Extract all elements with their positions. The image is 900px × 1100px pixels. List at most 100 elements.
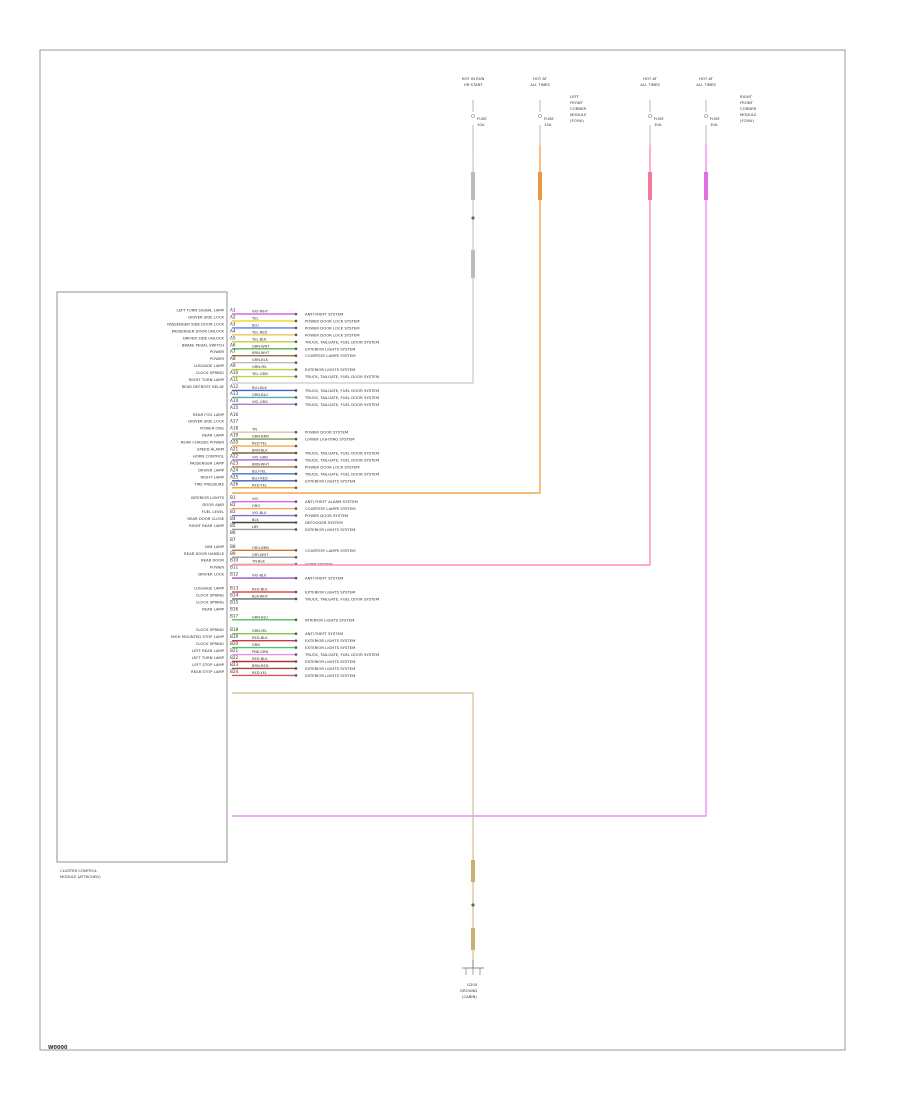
pin-label: HIGH MOUNTED STOP LAMP <box>171 634 225 639</box>
pin-number: B18 <box>230 627 239 632</box>
wire-color-code: GRY-WHT <box>252 553 269 557</box>
terminal-dot <box>294 326 298 330</box>
fuse-label: 10A <box>710 122 718 127</box>
wire-color-code: YEL-RED <box>252 330 267 334</box>
destination-system: COURTESY LAMPS SYSTEM <box>305 353 356 358</box>
wire-color-code: GRN-YEL <box>252 365 267 369</box>
destination-system: COURTESY LAMPS SYSTEM <box>305 548 356 553</box>
terminal-dot <box>294 333 298 337</box>
wire-color-code: ORG-BRN <box>252 546 269 550</box>
pin-number: A25 <box>230 474 239 479</box>
pin-number: A1 <box>230 308 236 313</box>
feed-wire-2 <box>232 145 541 494</box>
pin-number: A19 <box>230 433 239 438</box>
pin-label: PASSENGER LAMP <box>190 460 225 465</box>
wire-color-code: YEL-BLK <box>252 337 267 341</box>
wire-color-code: RED-YEL <box>252 442 267 446</box>
pin-label: REAR DOOR <box>201 558 224 563</box>
pin-label: DOOR AJAR <box>202 502 224 507</box>
terminal-dot <box>294 319 298 323</box>
wire-color-code: YEL-GRN <box>252 372 268 376</box>
pin-label: LEFT REAR LAMP <box>192 648 225 653</box>
source-note: FRONT <box>740 100 754 105</box>
connector <box>471 172 475 200</box>
pin-row: B7 <box>230 537 236 542</box>
pin-label: POWER <box>210 356 224 361</box>
destination-system: EXTERIOR LIGHTS SYSTEM <box>305 673 355 678</box>
terminal-dot <box>294 396 298 399</box>
destination-system: ANTI-THEFT SYSTEM <box>305 576 343 581</box>
destination-system: TRUCK, TAILGATE, FUEL DOOR SYSTEM <box>304 339 379 344</box>
wire-color-code: GRN-YEL <box>252 629 267 633</box>
wire-color-code: GRN-BLU <box>252 393 268 397</box>
wire-color-code: RED-BLK <box>252 588 268 592</box>
terminal-dot <box>294 312 298 316</box>
wire-color-code: VIO-BLK <box>252 574 267 578</box>
pin-label: LEFT STOP LAMP <box>192 662 224 667</box>
pin-label: REAR DEFROST RELAY <box>182 384 225 389</box>
destination-system: TRUCK, TAILGATE, FUEL DOOR SYSTEM <box>304 388 379 393</box>
ground-label-line2: GROUND <box>460 988 477 993</box>
source-label: ALL TIMES <box>640 82 660 87</box>
source-label: OR START <box>464 82 483 87</box>
fuse-label: 10A <box>477 122 485 127</box>
pin-label: BRAKE PEDAL SWITCH <box>182 342 224 347</box>
wire-color-code: RED-BLK <box>252 657 268 661</box>
fuse-label: FUSE <box>654 116 664 121</box>
destination-system: TRUCK, TAILGATE, FUEL DOOR SYSTEM <box>304 652 379 657</box>
terminal-dot <box>294 472 298 476</box>
terminal-dot <box>294 576 298 580</box>
destination-system: POWER DOOR LOCK SYSTEM <box>305 332 359 337</box>
destination-system: EXTERIOR LIGHTS SYSTEM <box>305 478 355 483</box>
pin-label: LUGGAGE LAMP <box>194 363 225 368</box>
pin-label: INTERIOR LIGHTS <box>191 495 225 500</box>
pin-number: B17 <box>230 613 239 618</box>
pin-number: B7 <box>230 537 236 542</box>
wire-color-code: GRN-BRN <box>252 435 269 439</box>
destination-system: ANTI-THEFT SYSTEM <box>305 312 343 317</box>
pin-number: A17 <box>230 419 239 424</box>
wire-color-code: TN-BLK <box>251 560 266 564</box>
fuse-label: FUSE <box>544 116 554 121</box>
source-note: MODULE <box>570 112 587 117</box>
wire-color-code: VIO-BLU <box>252 511 267 515</box>
pin-number: B3 <box>230 509 236 514</box>
connector <box>471 928 475 950</box>
fuse-icon <box>648 114 652 118</box>
pin-label: LUGGAGE LAMP <box>194 586 225 591</box>
pin-number: A4 <box>230 328 236 333</box>
wire-color-code: VIO-WHT <box>252 310 269 314</box>
pin-number: A7 <box>230 349 236 354</box>
ground-wire <box>232 692 474 960</box>
destination-system: EXTERIOR LIGHTS SYSTEM <box>305 367 355 372</box>
terminal-dot <box>294 632 298 635</box>
pin-number: B11 <box>230 565 239 570</box>
pin-label: RIGHT REAR LAMP <box>189 523 225 528</box>
pin-number: A20 <box>230 440 239 445</box>
wire-color-code: VIO-ORG <box>252 400 268 404</box>
pin-number: A6 <box>230 342 236 347</box>
terminal-dot <box>294 590 298 594</box>
source-label: ALL TIMES <box>530 82 550 87</box>
destination-system: DEFOGGER SYSTEM <box>305 520 343 525</box>
fuse-label: 15A <box>544 122 552 127</box>
pin-number: B9 <box>230 551 236 556</box>
source-note: (FCMU) <box>740 118 754 123</box>
ground-label-line3: (CABIN) <box>462 994 477 999</box>
pin-label: FUEL LEVEL <box>202 509 225 514</box>
